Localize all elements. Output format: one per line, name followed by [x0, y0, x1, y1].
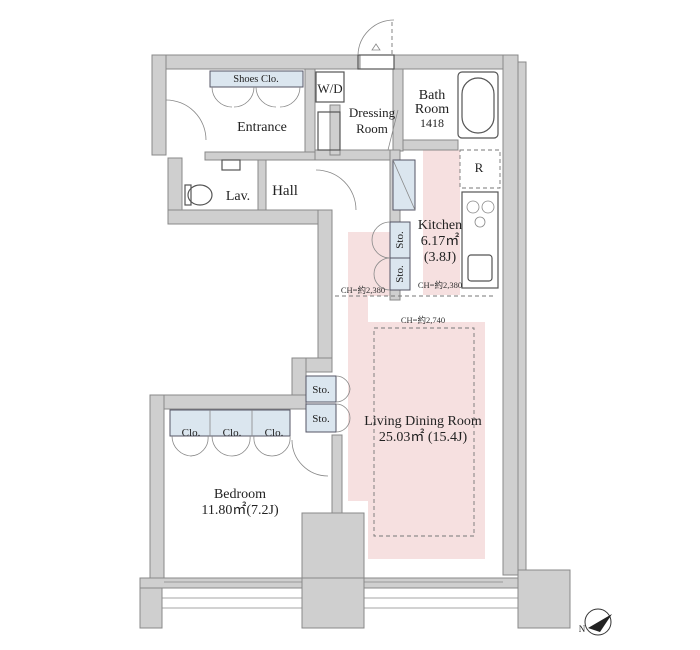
burner-3	[474, 216, 486, 228]
balcony-mid-post	[301, 577, 365, 629]
kitchen-counter	[461, 191, 499, 289]
wall-top-right	[393, 54, 519, 70]
label-living: Living Dining Room	[364, 414, 482, 429]
label-bath-size: 1418	[420, 116, 444, 130]
label-bath-room: Room	[415, 102, 449, 117]
column-bottom	[301, 512, 365, 579]
wall-entrance-right	[304, 68, 316, 160]
kitchen-cabinet-cross	[392, 159, 416, 211]
compass-north-label: N	[579, 624, 586, 634]
living-ceiling-outline	[373, 327, 475, 537]
shoes-closet-box	[209, 70, 304, 88]
label-dressing: Dressing	[349, 105, 396, 120]
wall-right	[502, 54, 519, 576]
wall-bedroom-top	[149, 394, 307, 410]
burner-1	[466, 200, 480, 214]
dressing-door	[387, 109, 399, 151]
wall-top-left	[151, 54, 361, 70]
label-ch-kitchen: CH=約2,380	[418, 280, 462, 290]
label-bath: Bath	[419, 88, 445, 103]
kitchen-sink	[467, 254, 493, 282]
label-ch-living: CH=約2,740	[401, 315, 445, 325]
label-sto-1: Sto.	[394, 231, 406, 249]
wall-bedroom-left	[149, 394, 165, 581]
balcony-right-post	[517, 569, 571, 629]
entry-door-swing	[357, 19, 395, 56]
label-shoes-closet: Shoes Clo.	[233, 74, 279, 85]
shoes-closet-doors	[211, 86, 301, 108]
bathtub-outer	[457, 71, 499, 139]
label-dressing-room: Room	[356, 121, 388, 136]
label-wd: W/D	[317, 81, 342, 96]
dressing-closet	[317, 111, 341, 151]
label-ch-hall: CH=約2,380	[341, 285, 385, 295]
bathtub-inner	[461, 77, 495, 134]
fridge-space	[459, 149, 501, 189]
sto-box-3	[305, 375, 337, 403]
living-highlight	[368, 322, 485, 559]
sto-doors-kitchen	[371, 221, 391, 291]
wall-dressing-bottom	[314, 149, 394, 161]
wall-lav-hall	[257, 159, 267, 211]
wall-entrance-bottom	[204, 151, 316, 161]
label-living-area: 25.03㎡ (15.4J)	[379, 429, 468, 445]
wall-partition	[331, 434, 343, 516]
toilet	[187, 184, 213, 206]
label-hall: Hall	[272, 183, 298, 199]
label-entrance: Entrance	[237, 120, 287, 135]
label-bedroom: Bedroom	[214, 487, 266, 502]
label-lav: Lav.	[226, 189, 250, 204]
hall-door	[315, 169, 357, 211]
lav-sink	[221, 159, 241, 171]
label-kitchen-area: 6.17㎡	[421, 233, 460, 249]
label-sto-3: Sto.	[312, 384, 330, 396]
entrance-side-door	[165, 99, 207, 141]
compass-icon: N	[579, 608, 612, 636]
balcony-left-post	[139, 587, 163, 629]
closet-doors	[171, 435, 291, 457]
wall-right-outer	[517, 61, 527, 583]
wall-mid-vertical	[317, 209, 333, 371]
bedroom-door	[291, 439, 329, 477]
sto-box-2	[389, 257, 411, 291]
label-sto-4: Sto.	[312, 413, 330, 425]
label-closet-1: Clo.	[182, 427, 201, 439]
toilet-tank	[184, 184, 192, 206]
hall-highlight	[348, 232, 390, 296]
kitchen-highlight	[423, 150, 460, 295]
wall-hall-bottom	[167, 209, 329, 225]
bedroom-closets	[169, 409, 291, 437]
wd-box	[315, 71, 345, 103]
label-closet-2: Clo.	[223, 427, 242, 439]
entry-door-frame	[357, 54, 395, 70]
label-sto-2: Sto.	[394, 265, 406, 283]
living-strip-highlight	[348, 296, 368, 501]
sto-doors-living	[335, 375, 351, 433]
label-closet-3: Clo.	[265, 427, 284, 439]
label-bedroom-area: 11.80㎡(7.2J)	[201, 502, 279, 518]
label-kitchen-tatami: (3.8J)	[424, 250, 457, 265]
wall-bath-bottom	[402, 139, 459, 151]
burner-2	[481, 200, 495, 214]
label-refrigerator: R	[475, 160, 484, 175]
label-kitchen: Kitchen	[418, 218, 462, 233]
sto-box-4	[305, 403, 337, 433]
wall-left-upper	[151, 54, 167, 156]
entry-marker	[371, 43, 381, 51]
